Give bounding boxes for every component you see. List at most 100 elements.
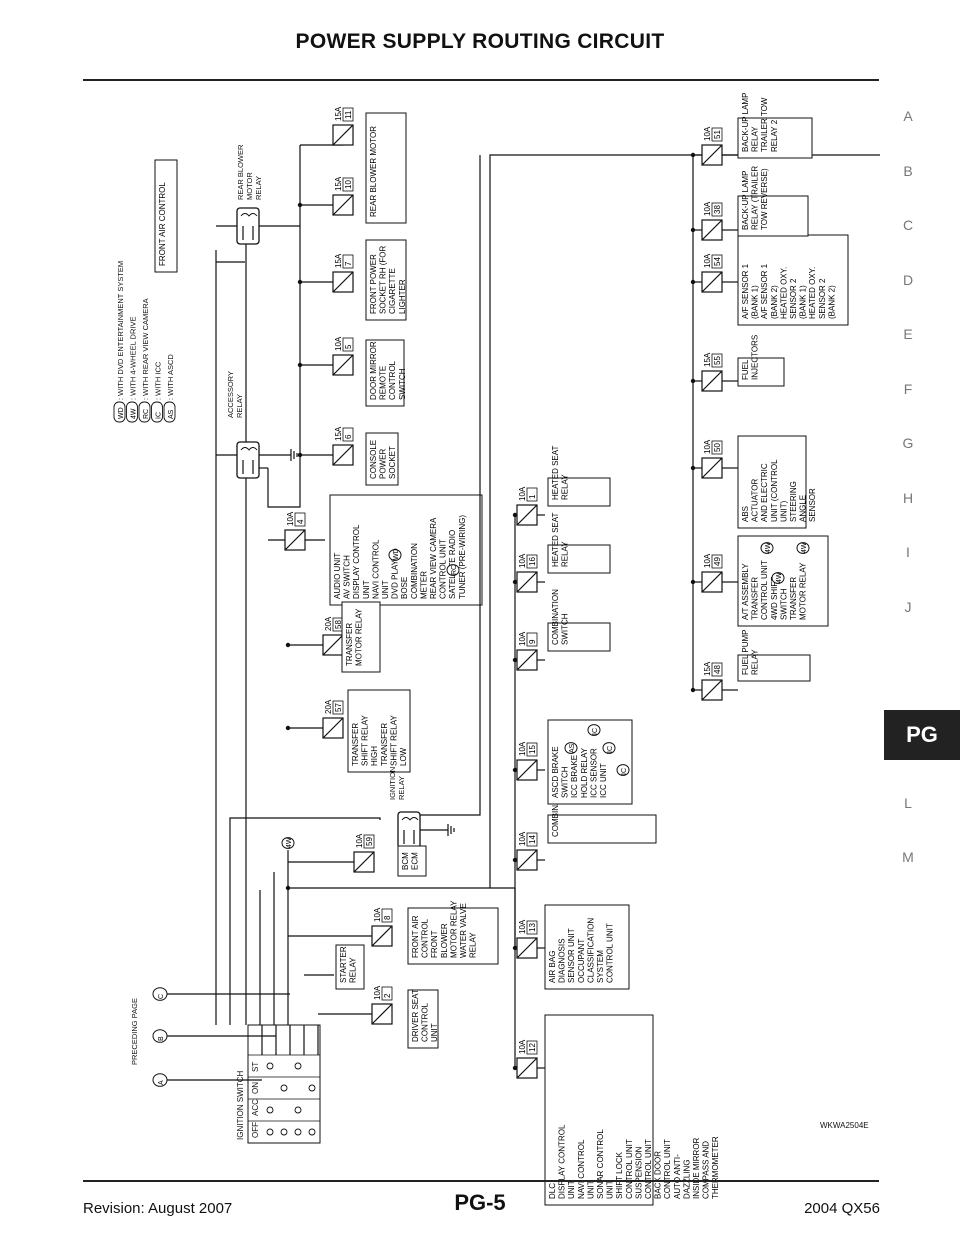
load-line: HEATED OXY. [808,267,817,319]
tag-text: A [158,1080,165,1085]
label-line: : WITH ASCD [166,354,175,400]
fuse-number-box [342,177,354,192]
legend-text: : WITH DVD ENTERTAINMENT SYSTEM [116,261,125,400]
load-line: (BANK 2) [827,285,836,319]
fuse-number: 15 [528,745,537,754]
load-text: A/F SENSOR 1(BANK 1)A/F SENSOR 1(BANK 2)… [741,263,836,319]
section-letter[interactable]: J [904,598,912,615]
fuse-number-box [381,986,393,1001]
legend-text: : WITH ASCD [166,354,175,400]
junction-dot [285,642,291,648]
junction-dot [690,227,696,233]
legend-abbr: IC [156,412,163,419]
label-line: ON [251,1082,260,1094]
label-line: ST [251,1062,260,1072]
junction-dot [512,857,518,863]
fuse-number-box [526,632,538,647]
load-line: STARTER [339,946,348,983]
load-line: CIGARETTE [388,268,397,314]
legend-abbr-text: 4W [131,408,138,419]
fuse-number: 16 [528,557,537,566]
section-letter[interactable]: A [903,108,913,124]
switch-contact [294,1128,302,1136]
fuse-amp: 15A [334,253,343,268]
fuse-number-box [711,202,723,217]
section-letter[interactable]: C [902,217,914,233]
switch-position: ACC [251,1099,260,1116]
load-box-16 [547,544,611,574]
section-letter[interactable]: M [902,849,914,865]
load-box-54 [737,234,849,326]
fuse-element [322,634,344,656]
section-letter[interactable]: H [902,489,914,506]
load-line: AND ELECTRIC [760,463,769,522]
load-line: CONTROL UNIT [760,560,769,620]
load-line: BACK DOOR [654,1151,663,1199]
section-letter[interactable]: F [903,380,913,397]
label-line: RELAY [254,176,263,200]
switch-contact [294,1062,302,1070]
load-line: SHIFT RELAY [389,715,398,766]
bcm-ecm-box [397,845,427,877]
tag-circle [388,549,402,561]
fuse-number: 1 [528,494,537,499]
load-line: AV SWITCH [343,555,352,599]
fuse-amp: 10A [518,741,527,756]
load-line: DRIVER SEAT [411,989,420,1042]
fuse-amp: 10A [518,631,527,646]
load-line: CONTROL UNIT [625,1139,634,1199]
label-line: OFF [251,1122,260,1138]
label-line: IGNITION [388,767,397,800]
load-line: ICC SENSOR [589,748,598,798]
section-letter[interactable]: I [906,544,910,560]
load-line: TRAILER TOW [760,97,769,152]
section-letter[interactable]: D [902,271,914,288]
fuse-element [516,504,538,526]
fuse-element [371,925,393,947]
junction-dot [512,579,518,585]
wire [490,515,516,889]
load-line: UNIT [381,580,390,599]
label-line: MOTOR [245,172,254,200]
fuse-element [322,717,344,739]
fuse-element [701,571,723,593]
section-letter[interactable]: L [904,795,912,811]
load-line: TRANSFER [345,623,354,666]
fuse-element [371,1003,393,1025]
active-section-tab[interactable]: PG [884,710,960,760]
legend-abbr: 4W [131,408,138,419]
load-box-14 [547,814,657,844]
load-line: RELAY (TRAILER [751,166,760,230]
load-line: UNIT [430,1023,439,1042]
fuse-number: 8 [383,915,392,920]
tag-text: IC [621,768,628,775]
load-line: CONTROL [388,360,397,400]
load-line: DISPLAY CONTROL [352,524,361,599]
section-letter[interactable]: E [903,326,913,342]
fuse-number-box [342,337,354,352]
fuse-element [701,144,723,166]
section-letter[interactable]: G [902,435,914,451]
fuse-element [701,679,723,701]
switch-position: OFF [251,1122,260,1138]
section-letter[interactable]: B [903,162,913,179]
header-rule [83,79,879,81]
load-line: TRANSFER [351,723,360,766]
load-line: FRONT AIR CONTROL [158,182,167,266]
